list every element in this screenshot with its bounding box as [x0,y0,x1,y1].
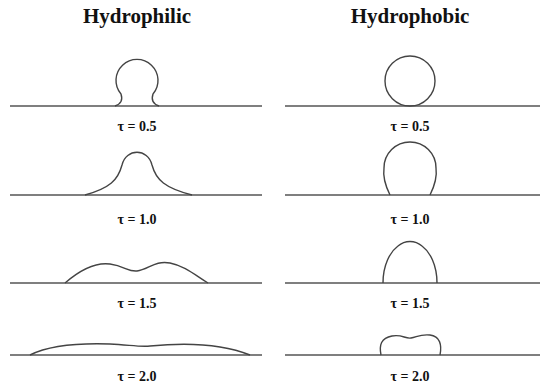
droplet [383,242,437,284]
substrate [10,194,262,195]
droplet [65,262,208,283]
time-label: τ = 0.5 [391,119,430,136]
substrate [285,354,540,355]
droplet [385,56,435,106]
droplet [115,59,159,106]
substrate [10,105,262,106]
substrate [10,354,262,355]
time-label: τ = 1.0 [391,212,430,229]
droplet [85,152,192,195]
droplet [380,335,440,355]
substrate-lines [10,106,540,355]
time-label: τ = 2.0 [391,369,430,386]
time-label: τ = 2.0 [118,369,157,386]
droplet [384,142,437,195]
substrate [10,282,262,283]
time-label: τ = 1.5 [118,296,157,313]
time-label: τ = 1.0 [118,212,157,229]
time-label: τ = 0.5 [118,119,157,136]
column-heading: Hydrophilic [83,4,191,29]
column-heading: Hydrophobic [351,4,470,29]
droplet [30,344,250,355]
droplets [30,56,441,355]
time-label: τ = 1.5 [391,296,430,313]
substrate [285,194,540,195]
substrate [285,282,540,283]
